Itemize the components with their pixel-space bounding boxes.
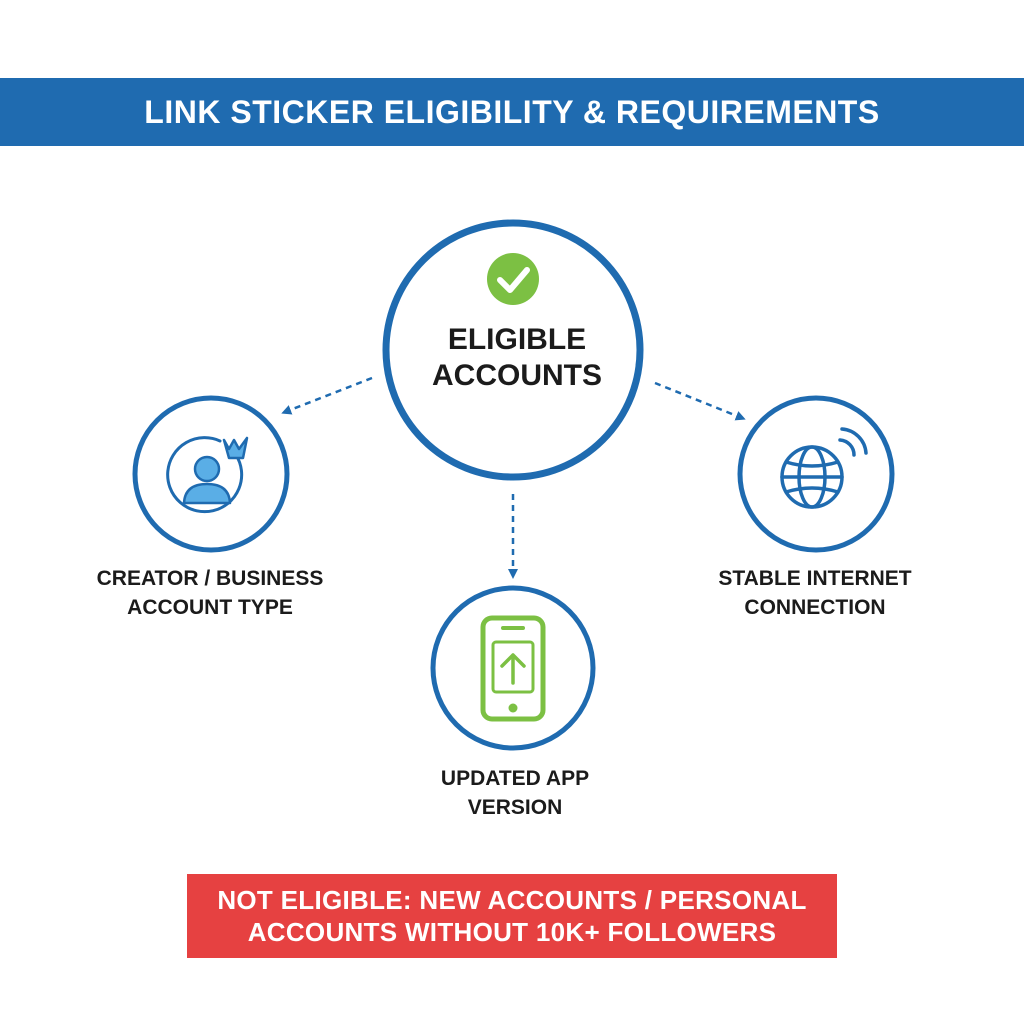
- check-badge-icon: [487, 253, 539, 305]
- app-version-label: UPDATED APP VERSION: [365, 764, 665, 822]
- internet-node-circle: [737, 395, 895, 553]
- connector-arrow-left: [281, 376, 373, 415]
- page-title: LINK STICKER ELIGIBILITY & REQUIREMENTS: [144, 93, 880, 130]
- center-label-line-2: ACCOUNTS: [432, 359, 602, 392]
- warning-line-2: ACCOUNTS WITHOUT 10K+ FOLLOWERS: [247, 917, 777, 947]
- phone-update-icon: [480, 615, 546, 722]
- account-type-label: CREATOR / BUSINESS ACCOUNT TYPE: [60, 564, 360, 622]
- app-version-label-line-2: VERSION: [467, 796, 563, 819]
- warning-line-1: NOT ELIGIBLE: NEW ACCOUNTS / PERSONAL: [217, 885, 807, 915]
- account-type-label-line-2: ACCOUNT TYPE: [127, 596, 293, 619]
- not-eligible-warning-box: NOT ELIGIBLE: NEW ACCOUNTS / PERSONAL AC…: [187, 874, 837, 958]
- internet-label: STABLE INTERNET CONNECTION: [665, 564, 965, 622]
- center-node-circle: [382, 219, 644, 481]
- creator-user-crown-icon: [166, 436, 249, 514]
- center-label-line-1: ELIGIBLE: [447, 323, 587, 356]
- internet-label-line-1: STABLE INTERNET: [718, 567, 912, 590]
- connector-arrow-right: [654, 381, 746, 421]
- app-version-label-line-1: UPDATED APP: [440, 767, 590, 790]
- header-bar: LINK STICKER ELIGIBILITY & REQUIREMENTS: [0, 78, 1024, 146]
- globe-signal-icon: [780, 427, 868, 509]
- account-type-label-line-1: CREATOR / BUSINESS: [96, 567, 324, 590]
- center-node-label: ELIGIBLE ACCOUNTS: [372, 322, 662, 394]
- internet-label-line-2: CONNECTION: [744, 596, 886, 619]
